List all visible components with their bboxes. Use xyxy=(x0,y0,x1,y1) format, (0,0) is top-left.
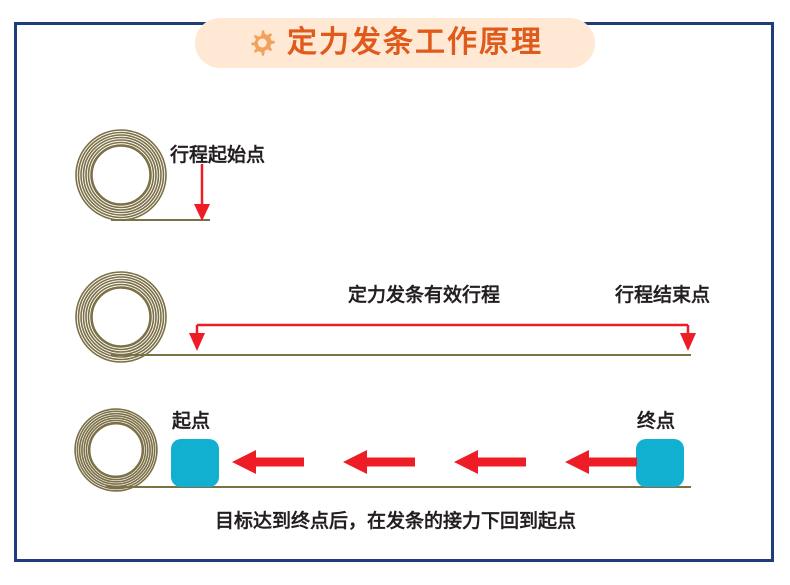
return-arrow-1 xyxy=(232,450,304,474)
page-title: 定力发条工作原理 xyxy=(287,25,543,60)
return-arrow-2 xyxy=(343,450,415,474)
gear-icon xyxy=(251,30,275,56)
return-arrow-3 xyxy=(454,450,526,474)
spring-tail-2 xyxy=(111,354,691,356)
spring-coil-3 xyxy=(74,408,158,492)
bottom-caption: 目标达到终点后，在发条的接力下回到起点 xyxy=(215,510,577,532)
effective-travel-span-arrow xyxy=(189,323,696,351)
title-banner: 定力发条工作原理 xyxy=(195,18,595,68)
return-arrow-4 xyxy=(565,450,637,474)
start-point-label: 起点 xyxy=(172,410,211,432)
travel-end-label: 行程结束点 xyxy=(615,284,711,306)
end-point-label: 终点 xyxy=(637,410,676,432)
travel-start-label: 行程起始点 xyxy=(170,144,266,166)
spring-coil-1 xyxy=(75,129,167,221)
spring-tail-1 xyxy=(111,219,210,221)
end-block xyxy=(636,439,684,487)
travel-start-arrow xyxy=(194,164,210,221)
start-block xyxy=(171,439,219,487)
spring-tail-3 xyxy=(106,486,691,488)
spring-coil-2 xyxy=(75,271,167,363)
effective-travel-label: 定力发条有效行程 xyxy=(348,284,501,306)
